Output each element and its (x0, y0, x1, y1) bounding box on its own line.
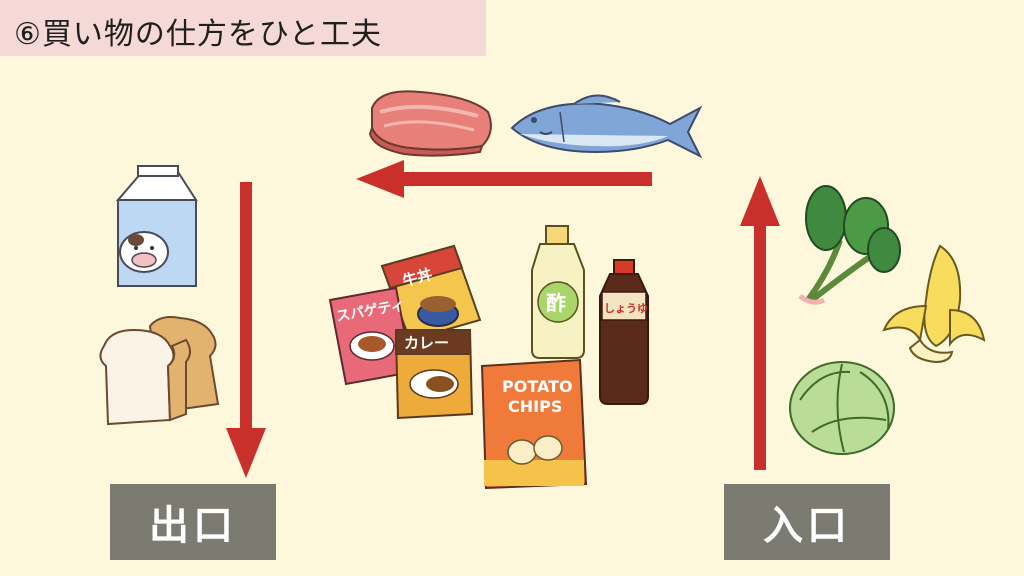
bread-icon (99, 316, 220, 426)
milk-carton-icon (115, 165, 198, 287)
curry-label: カレー (404, 334, 449, 352)
gyudon-package-icon: 牛丼 (380, 244, 482, 342)
curry-package-icon: カレー (394, 328, 474, 420)
soy-sauce-label: しょうゆ (604, 302, 648, 315)
title-banner: ⑥買い物の仕方をひと工夫 (0, 0, 486, 56)
meat-icon (368, 90, 492, 157)
spinach-icon (798, 185, 901, 305)
chips-label-line1: POTATO (502, 377, 573, 396)
vinegar-bottle-icon: 酢 (531, 225, 585, 359)
potato-chips-package-icon: POTATO CHIPS (480, 358, 588, 490)
banana-icon (882, 244, 986, 364)
arrow-left-top (356, 160, 652, 198)
entrance-label: 入口 (724, 484, 890, 560)
cabbage-icon (789, 361, 895, 455)
fish-icon (510, 94, 703, 159)
page-title: ⑥買い物の仕方をひと工夫 (14, 17, 382, 52)
exit-label: 出口 (110, 484, 276, 560)
soy-sauce-bottle-icon: しょうゆ (599, 259, 649, 405)
vinegar-label: 酢 (546, 291, 566, 315)
chips-label-line2: CHIPS (508, 397, 562, 416)
arrow-down-exit (226, 182, 266, 478)
arrow-up-entrance (740, 176, 780, 470)
